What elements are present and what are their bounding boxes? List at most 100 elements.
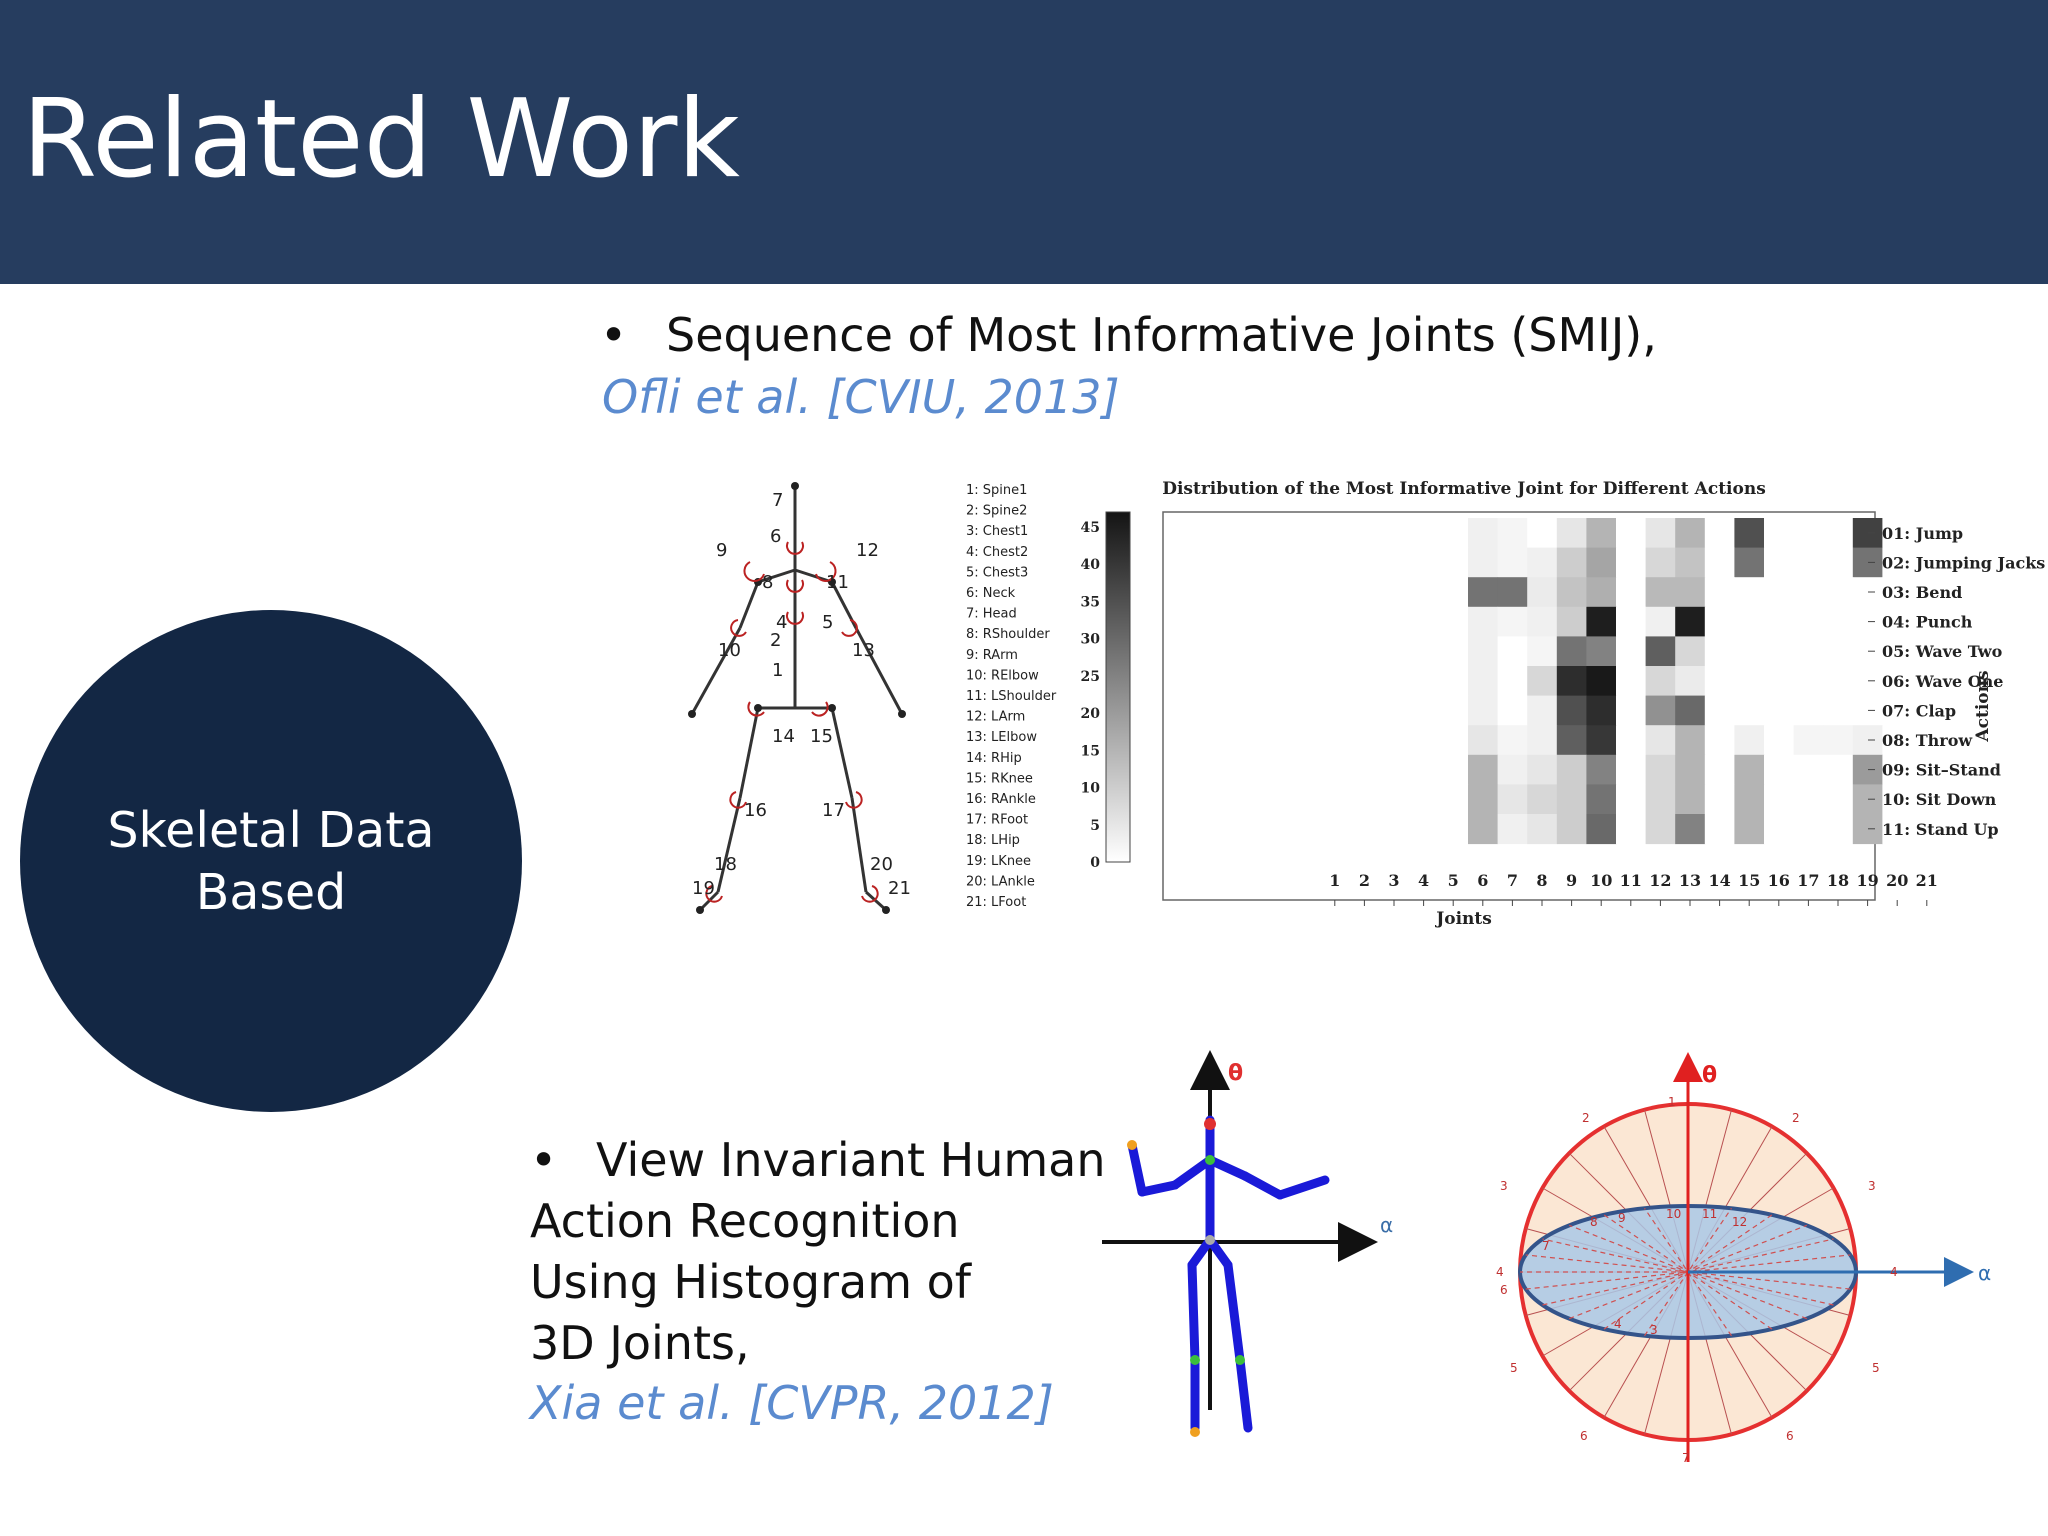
joint-legend-item: 14: RHip [966,751,1022,766]
heatmap-cell [1823,636,1854,667]
heatmap-cell [1882,518,1913,549]
x-tick-label: 21 [1916,871,1938,890]
heatmap-cell [1349,814,1380,845]
heatmap-cell [1882,577,1913,608]
joint-number-label: 15 [810,726,833,747]
y-tick-label: 07: Clap [1882,701,1956,720]
heatmap-cell [1882,814,1913,845]
joint-number-label: 10 [718,640,741,661]
joint-number-label: 21 [888,878,911,899]
heatmap-cell [1912,725,1943,756]
heatmap-cell [1852,547,1883,578]
heatmap-cell [1704,518,1735,549]
heatmap-cell [1704,695,1735,726]
y-tick-label: 08: Throw [1882,731,1973,750]
heatmap-cell [1616,636,1647,667]
heatmap-cell [1408,518,1439,549]
category-circle: Skeletal Data Based [20,610,522,1112]
heatmap-cell [1616,518,1647,549]
joint-legend-item: 10: RElbow [966,668,1039,683]
heatmap-cell [1438,754,1469,785]
citation-xia: Xia et al. [CVPR, 2012] [530,1376,1054,1430]
joint-legend-item: 8: RShoulder [966,627,1050,642]
sphere-bin-number: 6 [1500,1283,1508,1297]
heatmap-cell [1556,518,1587,549]
heatmap-cell [1912,784,1943,815]
heatmap-cell [1527,547,1558,578]
heatmap-cell [1438,784,1469,815]
heatmap-cell [1468,784,1499,815]
sphere-bin-number: 2 [1792,1111,1800,1125]
sphere-bin-number: 6 [1786,1429,1794,1443]
joint-legend-item: 7: Head [966,607,1017,622]
heatmap-cell [1823,518,1854,549]
heatmap-cell [1379,814,1410,845]
heatmap-cell [1852,636,1883,667]
heatmap-cell [1438,547,1469,578]
heatmap-cell [1734,636,1765,667]
joint-legend-item: 5: Chest3 [966,565,1028,580]
heatmap-cell [1734,547,1765,578]
heatmap-cell [1675,725,1706,756]
heatmap-cell [1320,666,1351,697]
heatmap-cell [1675,666,1706,697]
heatmap-cell [1912,636,1943,667]
bullet-dot: • [600,308,628,362]
joint-legend-item: 20: LAnkle [966,874,1035,889]
heatmap-cell [1320,784,1351,815]
joint-legend-item: 6: Neck [966,586,1016,601]
heatmap-cell [1527,814,1558,845]
heatmap-cell [1645,577,1676,608]
heatmap-cell [1823,754,1854,785]
chart-title: Distribution of the Most Informative Joi… [1162,479,1766,499]
heatmap-cell [1852,725,1883,756]
heatmap-cell [1734,814,1765,845]
bullet-hoj3d: •View Invariant Human Action Recognition… [530,1130,1106,1374]
heatmap-cell [1912,577,1943,608]
heatmap-cell [1675,784,1706,815]
heatmap-cell [1912,606,1943,637]
smij-heatmap-chart: Distribution of the Most Informative Joi… [1081,479,2046,929]
heatmap-cell [1408,577,1439,608]
heatmap-cell [1556,636,1587,667]
stick-figure-axes-diagram: θ α [1102,1050,1393,1437]
heatmap-cell [1497,784,1528,815]
heatmap-cell [1349,725,1380,756]
theta-label: θ [1228,1061,1243,1086]
heatmap-cell [1734,518,1765,549]
heatmap-cell [1556,754,1587,785]
heatmap-cell [1852,695,1883,726]
bullet-hoj3d-line1: View Invariant Human [596,1133,1106,1187]
joint-number-label: 5 [822,612,833,633]
heatmap-cell [1320,547,1351,578]
heatmap-cell [1793,666,1824,697]
heatmap-cell [1764,695,1795,726]
sphere-theta-label: θ [1702,1063,1717,1088]
heatmap-cell [1349,666,1380,697]
y-tick-label: 02: Jumping Jacks [1882,553,2045,572]
joint-legend-item: 16: RAnkle [966,792,1036,807]
sphere-bin-number: 12 [1732,1215,1747,1229]
heatmap-cell [1764,636,1795,667]
heatmap-cell [1438,666,1469,697]
heatmap-cell [1764,547,1795,578]
heatmap-cell [1586,636,1617,667]
heatmap-cell [1527,754,1558,785]
heatmap-cell [1704,814,1735,845]
joint-number-label: 2 [770,630,781,651]
heatmap-cell [1793,695,1824,726]
heatmap-cell [1527,666,1558,697]
heatmap-cell [1882,754,1913,785]
heatmap-cell [1675,695,1706,726]
joint-legend-item: 11: LShoulder [966,689,1057,704]
bullet-smij-text: Sequence of Most Informative Joints (SMI… [666,308,1657,362]
heatmap-cell [1320,518,1351,549]
heatmap-cell [1912,814,1943,845]
joint-number-label: 1 [772,660,783,681]
heatmap-cell [1527,606,1558,637]
heatmap-cell [1764,754,1795,785]
x-tick-label: 1 [1329,871,1340,890]
heatmap-cell [1764,518,1795,549]
heatmap-cell [1734,666,1765,697]
